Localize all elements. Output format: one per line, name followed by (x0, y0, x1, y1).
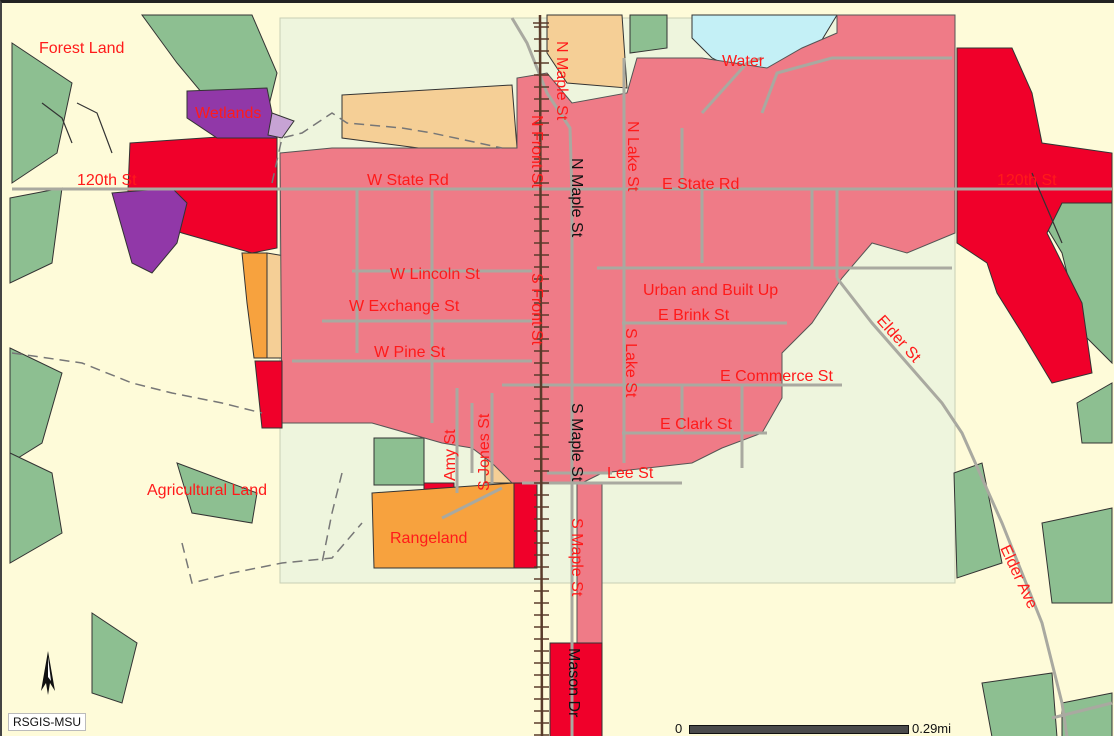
label-120th-st-west: 120th St (77, 172, 137, 189)
label-w-exchange: W Exchange St (349, 298, 460, 315)
label-120th-st-east: 120th St (997, 172, 1057, 189)
label-n-lake: N Lake St (624, 121, 641, 192)
parcel-boundaries (41, 102, 1063, 244)
urban-built-up-area (279, 14, 956, 484)
scale-bar (689, 725, 909, 734)
label-n-maple-top: N Maple St (553, 41, 570, 121)
label-w-pine: W Pine St (374, 344, 446, 361)
wetland-fringe (267, 112, 295, 139)
label-mason-dr: Mason Dr (565, 648, 582, 718)
label-forest-land: Forest Land (39, 40, 124, 57)
label-s-front: S Front St (528, 273, 545, 346)
label-e-commerce: E Commerce St (720, 368, 833, 385)
label-amy-st: Amy St (442, 429, 459, 481)
dashed-trails (11, 112, 503, 584)
label-agricultural-land: Agricultural Land (147, 482, 267, 499)
label-s-maple-low: S Maple St (568, 518, 585, 597)
label-w-state-rd: W State Rd (367, 172, 449, 189)
label-urban-built-up: Urban and Built Up (643, 282, 778, 299)
label-s-lake: S Lake St (622, 328, 639, 398)
wetlands-polygons (111, 87, 278, 274)
map-credit: RSGIS-MSU (8, 713, 87, 731)
scale-bar-end-label: 0.29mi (912, 721, 952, 736)
label-s-jones: S Jones St (476, 413, 493, 491)
scale-bar-start-label: 0 (675, 721, 683, 736)
label-s-maple-mid: S Maple St (568, 403, 585, 482)
label-lee-st: Lee St (607, 465, 654, 482)
label-elder-ave: Elder Ave (996, 543, 1040, 612)
label-n-front: N Front St (528, 115, 545, 188)
north-arrow-icon (41, 651, 55, 695)
road-network (12, 17, 1113, 736)
label-wetlands: Wetlands (195, 105, 261, 122)
label-n-maple-mid: N Maple St (568, 158, 585, 238)
label-w-lincoln: W Lincoln St (390, 266, 480, 283)
railroad-ties (534, 26, 549, 736)
rangeland-polygons (241, 252, 515, 569)
label-water: Water (722, 53, 765, 70)
label-rangeland: Rangeland (390, 530, 467, 547)
label-e-clark: E Clark St (660, 416, 733, 433)
label-e-brink: E Brink St (658, 307, 730, 324)
land-use-map[interactable]: Forest Land Wetlands Water 120th St 120t… (2, 3, 1114, 736)
label-e-state-rd: E State Rd (662, 176, 739, 193)
